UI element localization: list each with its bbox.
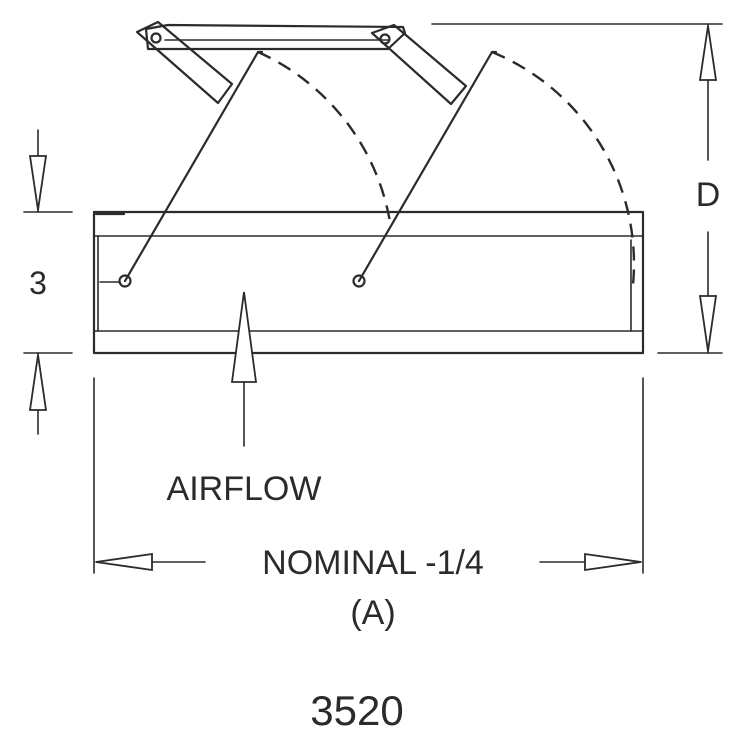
arrow-down <box>28 155 48 211</box>
dimension-frame-depth: 3 <box>23 129 73 435</box>
arrow-left <box>95 552 153 572</box>
blade-swing-arc-right <box>491 50 636 286</box>
arrow-up <box>698 25 718 81</box>
arrow-up <box>28 354 48 411</box>
dimension-d: D <box>431 23 723 354</box>
crank-arm-left <box>135 20 234 105</box>
dimension-d-label: D <box>696 176 721 214</box>
dimension-width-sublabel: (A) <box>350 594 395 632</box>
blade-swing-arc-left <box>257 50 392 223</box>
blade-left <box>99 50 264 288</box>
airflow-indicator: AIRFLOW <box>167 291 322 508</box>
arrow-down <box>698 295 718 352</box>
model-number: 3520 <box>310 687 403 734</box>
dimension-width: NOMINAL -1/4 (A) <box>93 377 644 632</box>
dimension-frame-depth-label: 3 <box>29 265 47 301</box>
airflow-arrow-icon <box>230 291 258 383</box>
dimension-width-label: NOMINAL -1/4 <box>262 544 484 582</box>
arrow-right <box>584 552 642 572</box>
damper-frame <box>92 210 645 355</box>
airflow-label: AIRFLOW <box>167 470 322 508</box>
crank-arm-right <box>370 23 468 106</box>
